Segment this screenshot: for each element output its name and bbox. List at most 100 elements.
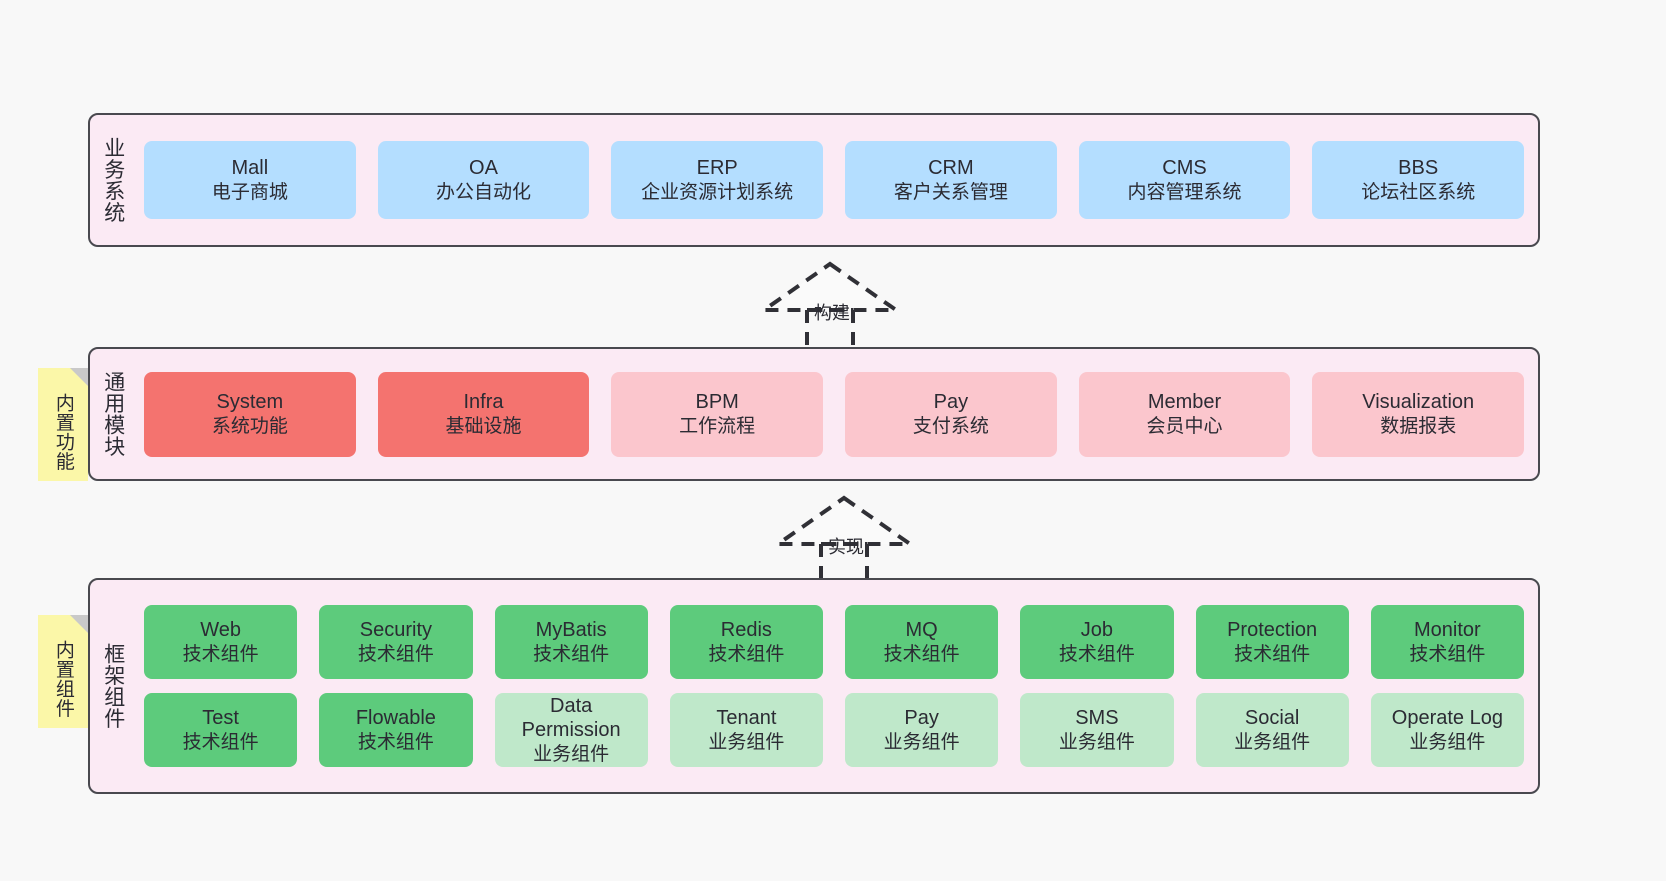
layer-title-common-module: 通用模块 [101, 371, 125, 457]
card-subtitle: 业务组件 [1234, 731, 1311, 753]
connector-implement-label: 实现 [828, 537, 864, 557]
card-title: Infra [463, 391, 504, 414]
card-title: System [216, 391, 284, 414]
card-title: BBS [1398, 157, 1439, 180]
card-subtitle: 业务组件 [708, 731, 785, 753]
card-operate-log[interactable]: Operate Log 业务组件 [1370, 693, 1524, 767]
card-subtitle: 技术组件 [533, 643, 610, 665]
card-title: CMS [1162, 157, 1207, 180]
card-subtitle: 工作流程 [679, 415, 756, 437]
card-infra[interactable]: Infra 基础设施 [377, 371, 590, 457]
card-title: Flowable [355, 707, 436, 730]
card-row: Test 技术组件 Flowable 技术组件 Data Permission … [144, 693, 1524, 767]
card-pay-business[interactable]: Pay 业务组件 [845, 693, 999, 767]
card-title: Data Permission [521, 695, 621, 742]
card-erp[interactable]: ERP 企业资源计划系统 [611, 141, 824, 219]
card-title: MQ [905, 619, 938, 642]
card-monitor[interactable]: Monitor 技术组件 [1370, 605, 1524, 679]
card-pay[interactable]: Pay 支付系统 [845, 371, 1057, 457]
layer-body-framework-component: Web 技术组件 Security 技术组件 MyBatis 技术组件 Redi… [136, 580, 1538, 792]
card-protection[interactable]: Protection 技术组件 [1195, 605, 1349, 679]
card-subtitle: 基础设施 [445, 415, 522, 437]
note-label: 内置组件 [52, 639, 74, 718]
card-visualization[interactable]: Visualization 数据报表 [1312, 371, 1525, 457]
card-row: System 系统功能 Infra 基础设施 BPM 工作流程 Pay 支付系统… [144, 371, 1525, 457]
card-subtitle: 数据报表 [1380, 415, 1457, 437]
card-row: Mall 电子商城 OA 办公自动化 ERP 企业资源计划系统 CRM 客户关系… [144, 141, 1525, 219]
card-title: CRM [928, 157, 974, 180]
card-subtitle: 技术组件 [1409, 643, 1486, 665]
layer-framework-component: 框架组件 Web 技术组件 Security 技术组件 MyBatis 技术组件… [88, 578, 1540, 794]
card-subtitle: 系统功能 [211, 415, 288, 437]
note-builtin-function: 内置功能 [38, 368, 88, 481]
note-builtin-component: 内置组件 [38, 615, 88, 728]
card-title: Mall [231, 157, 269, 180]
card-flowable[interactable]: Flowable 技术组件 [319, 693, 473, 767]
card-subtitle: 技术组件 [182, 643, 259, 665]
card-subtitle: 电子商城 [211, 181, 288, 203]
note-label: 内置功能 [52, 392, 74, 471]
card-subtitle: 内容管理系统 [1127, 181, 1242, 203]
card-mq[interactable]: MQ 技术组件 [845, 605, 999, 679]
card-subtitle: 业务组件 [1058, 731, 1135, 753]
card-title: Visualization [1362, 391, 1475, 414]
card-oa[interactable]: OA 办公自动化 [377, 141, 590, 219]
card-subtitle: 技术组件 [182, 731, 259, 753]
card-redis[interactable]: Redis 技术组件 [669, 605, 823, 679]
card-title: SMS [1075, 707, 1119, 730]
card-title: Pay [933, 391, 969, 414]
connector-build-label: 构建 [814, 303, 850, 323]
note-fold-icon [70, 615, 88, 633]
card-mybatis[interactable]: MyBatis 技术组件 [494, 605, 648, 679]
card-cms[interactable]: CMS 内容管理系统 [1078, 141, 1291, 219]
card-job[interactable]: Job 技术组件 [1020, 605, 1174, 679]
card-title: Member [1147, 391, 1222, 414]
card-title: OA [469, 157, 498, 180]
card-subtitle: 论坛社区系统 [1361, 181, 1476, 203]
card-title: Operate Log [1391, 707, 1503, 730]
card-data-permission[interactable]: Data Permission 业务组件 [494, 693, 648, 767]
card-social[interactable]: Social 业务组件 [1195, 693, 1349, 767]
card-system[interactable]: System 系统功能 [144, 371, 356, 457]
card-bbs[interactable]: BBS 论坛社区系统 [1312, 141, 1525, 219]
card-title: Redis [720, 619, 772, 642]
connector-build: 构建 [752, 258, 908, 350]
card-subtitle: 技术组件 [708, 643, 785, 665]
layer-title-business-system: 业务系统 [101, 137, 125, 223]
card-title: Pay [904, 707, 939, 730]
card-title: Web [200, 619, 241, 642]
card-member[interactable]: Member 会员中心 [1078, 371, 1291, 457]
card-test[interactable]: Test 技术组件 [144, 693, 298, 767]
connector-implement: 实现 [766, 492, 922, 584]
card-bpm[interactable]: BPM 工作流程 [611, 371, 824, 457]
card-title: Monitor [1414, 619, 1481, 642]
card-security[interactable]: Security 技术组件 [319, 605, 473, 679]
card-row: Web 技术组件 Security 技术组件 MyBatis 技术组件 Redi… [144, 605, 1524, 679]
card-subtitle: 办公自动化 [436, 181, 532, 203]
card-subtitle: 支付系统 [912, 415, 989, 437]
card-subtitle: 技术组件 [357, 643, 434, 665]
card-title: Job [1080, 619, 1113, 642]
card-subtitle: 技术组件 [1058, 643, 1135, 665]
card-tenant[interactable]: Tenant 业务组件 [669, 693, 823, 767]
note-fold-icon [70, 368, 88, 386]
layer-title-framework-component: 框架组件 [101, 643, 125, 729]
card-title: ERP [696, 157, 738, 180]
card-crm[interactable]: CRM 客户关系管理 [845, 141, 1057, 219]
card-title: Tenant [716, 707, 777, 730]
card-subtitle: 客户关系管理 [893, 181, 1008, 203]
connector-implement-shape [771, 495, 917, 584]
layer-body-business-system: Mall 电子商城 OA 办公自动化 ERP 企业资源计划系统 CRM 客户关系… [136, 115, 1538, 245]
connector-build-shape [757, 261, 903, 350]
card-sms[interactable]: SMS 业务组件 [1020, 693, 1174, 767]
card-web[interactable]: Web 技术组件 [144, 605, 298, 679]
card-subtitle: 会员中心 [1146, 415, 1223, 437]
card-title: Protection [1227, 619, 1318, 642]
card-mall[interactable]: Mall 电子商城 [144, 141, 356, 219]
card-subtitle: 技术组件 [1234, 643, 1311, 665]
card-title: Test [202, 707, 239, 730]
card-subtitle: 技术组件 [883, 643, 960, 665]
card-subtitle: 技术组件 [357, 731, 434, 753]
card-subtitle: 企业资源计划系统 [641, 181, 794, 203]
